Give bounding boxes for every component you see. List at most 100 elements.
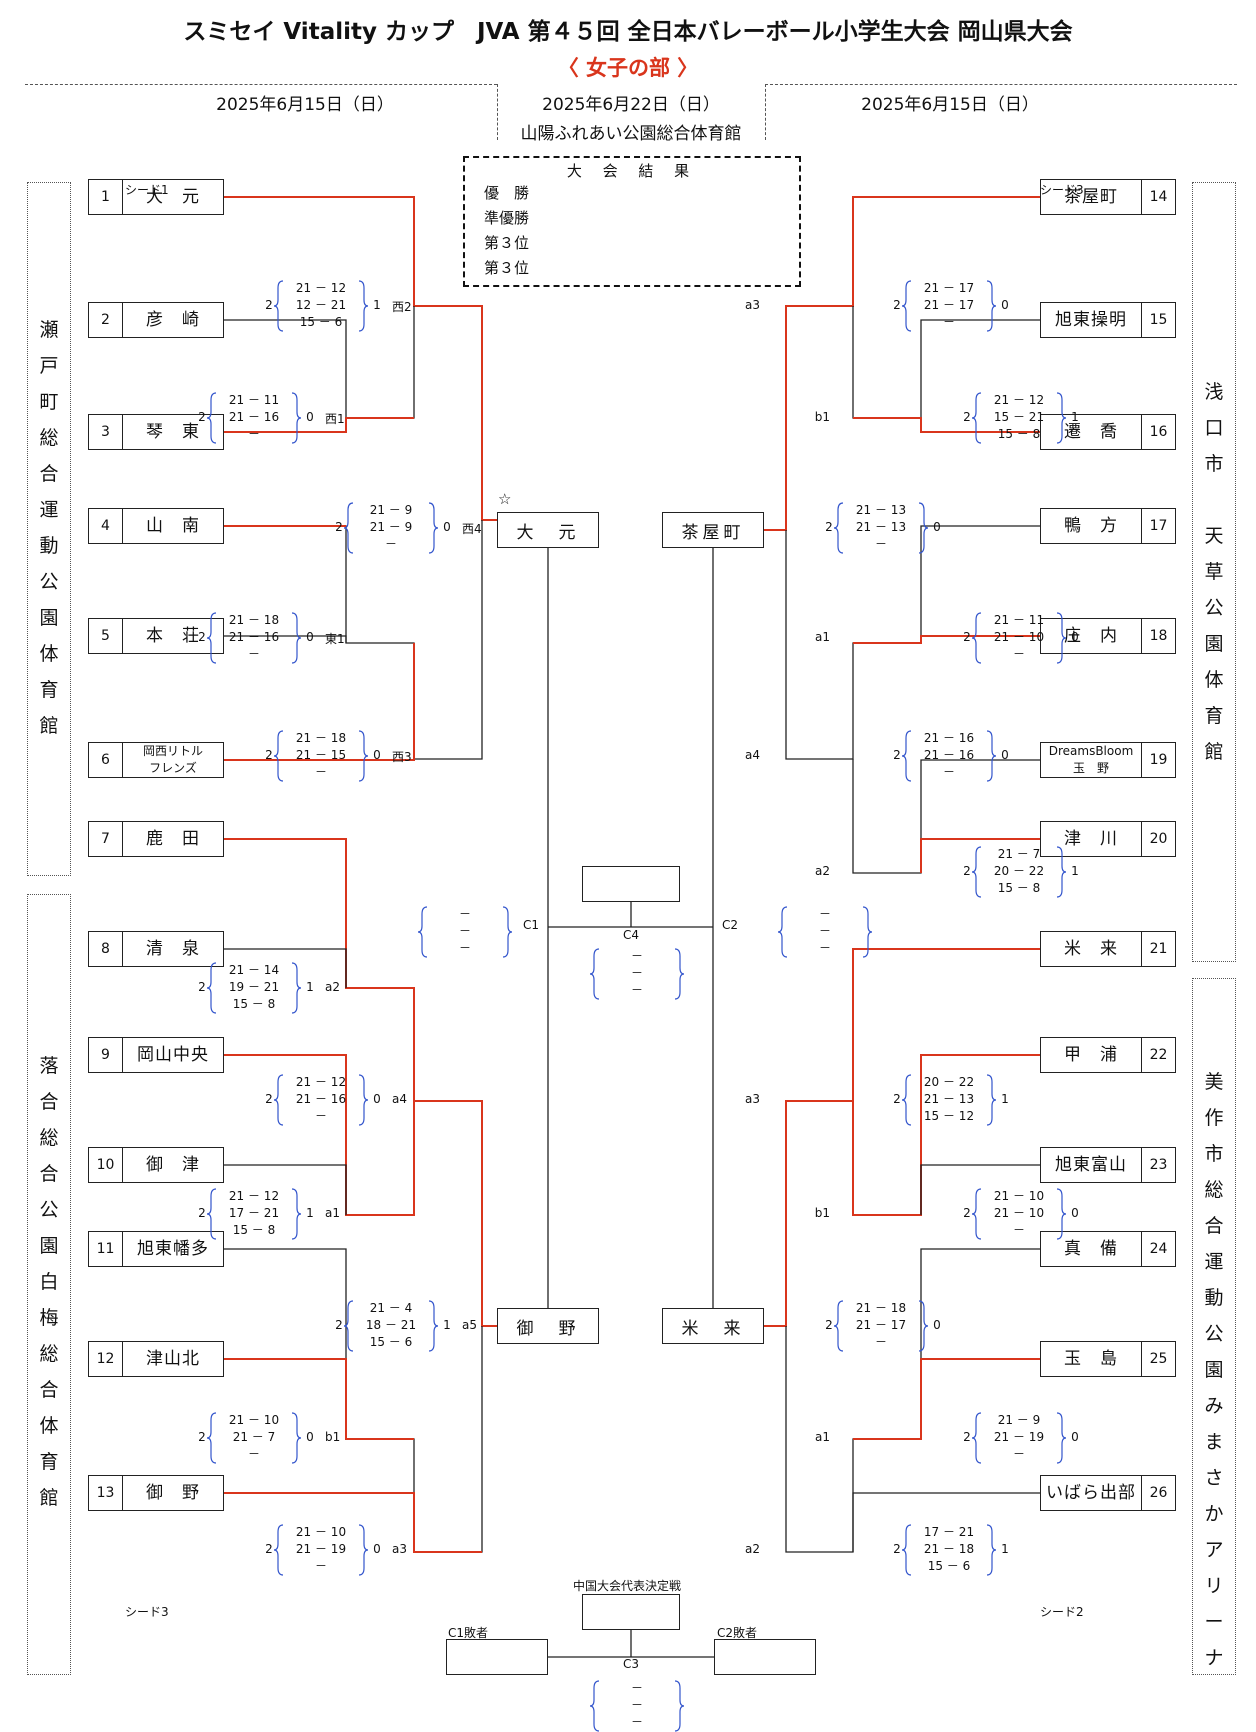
sets-won: 2 xyxy=(335,1318,343,1332)
score-brace xyxy=(274,1074,284,1126)
set-score: － xyxy=(384,537,397,551)
match-code: b1 xyxy=(814,410,830,424)
team-name: 庄 内 xyxy=(1064,625,1118,646)
set-scores: －－－ xyxy=(602,1680,672,1731)
sets-won: 2 xyxy=(335,520,343,534)
set-score: 15 － 6 xyxy=(927,1559,971,1573)
seed-label: シード3 xyxy=(125,1605,169,1619)
team-name: 山 南 xyxy=(146,515,200,536)
result-third: 第３位 xyxy=(484,234,530,252)
score-brace xyxy=(1056,1412,1066,1464)
team-number: 26 xyxy=(1141,1476,1175,1510)
bracket-line xyxy=(224,1164,347,1215)
label-c1: C1 xyxy=(523,918,540,932)
score-brace xyxy=(590,1680,600,1732)
score-brace xyxy=(972,392,982,444)
sets-won: 2 xyxy=(963,864,971,878)
set-score: 19 － 21 xyxy=(228,980,280,994)
venue-left-top: 瀬戸町総合運動公園体育館 xyxy=(39,319,59,737)
sets-lost: 0 xyxy=(1001,298,1009,312)
team-number: 3 xyxy=(89,415,123,449)
set-score: 20 － 22 xyxy=(923,1075,975,1089)
divider xyxy=(765,84,766,140)
set-score: － xyxy=(874,537,887,551)
sets-won: 2 xyxy=(198,1206,206,1220)
set-score: － xyxy=(874,1335,887,1349)
set-score: 21 － 18 xyxy=(855,1301,907,1315)
sets-won: 2 xyxy=(265,298,273,312)
winner-path xyxy=(224,1358,414,1440)
score-brace xyxy=(358,730,368,782)
winner-path xyxy=(920,838,1040,873)
sets-won: 2 xyxy=(825,520,833,534)
set-score: － xyxy=(458,941,471,955)
team-name: 津 川 xyxy=(1064,828,1118,849)
bracket-line xyxy=(852,1492,1040,1552)
score-brace xyxy=(1056,846,1066,898)
set-score: 21 － 16 xyxy=(923,731,975,745)
score-brace xyxy=(674,948,684,1000)
result-title: 大 会 結 果 xyxy=(566,162,698,180)
team-name: 津山北 xyxy=(146,1348,200,1369)
result-champion: 優 勝 xyxy=(484,184,530,202)
set-score: 21 － 18 xyxy=(228,613,280,627)
venue-left-bottom: 落合総合公園白梅総合体育館 xyxy=(39,1055,59,1509)
set-score: 12 － 21 xyxy=(295,298,347,312)
set-score: － xyxy=(1012,1223,1025,1237)
score-brace xyxy=(972,1188,982,1240)
match-code: 西4 xyxy=(462,522,482,536)
page-subtitle: 〈 女子の部 〉 xyxy=(557,56,699,80)
sets-lost: 0 xyxy=(1071,1206,1079,1220)
team-name: 岡山中央 xyxy=(137,1044,209,1065)
winner-path xyxy=(224,838,497,1327)
score-brace xyxy=(358,280,368,332)
semifinal-team-lr: 米 来 xyxy=(662,1308,764,1344)
team-name: 甲 浦 xyxy=(1064,1044,1118,1065)
bracket-line xyxy=(224,635,347,643)
team-name: 旭東操明 xyxy=(1055,309,1127,330)
set-score: 21 － 10 xyxy=(295,1525,347,1539)
team-number: 9 xyxy=(89,1038,123,1072)
set-score: － xyxy=(818,941,831,955)
winner-path xyxy=(853,417,1040,433)
set-score: 21 － 4 xyxy=(369,1301,413,1315)
team-number: 11 xyxy=(89,1232,123,1266)
score-brace xyxy=(972,612,982,664)
winner-path xyxy=(853,635,1040,644)
score-brace xyxy=(986,280,996,332)
sets-lost: 0 xyxy=(306,630,314,644)
set-score: 21 － 12 xyxy=(228,1189,280,1203)
set-score: 21 － 12 xyxy=(993,393,1045,407)
team-number: 2 xyxy=(89,303,123,337)
sets-won: 2 xyxy=(265,748,273,762)
team-name: 清 泉 xyxy=(146,938,200,959)
score-brace xyxy=(291,1188,301,1240)
set-score: 21 － 10 xyxy=(993,1206,1045,1220)
score-brace xyxy=(207,612,217,664)
set-score: 21 － 11 xyxy=(228,393,280,407)
team-number: 22 xyxy=(1141,1038,1175,1072)
set-score: 21 － 16 xyxy=(923,748,975,762)
sets-lost: 1 xyxy=(1071,410,1079,424)
winner-path xyxy=(764,196,1040,531)
set-score: 17 － 21 xyxy=(923,1525,975,1539)
label-c3: C3 xyxy=(623,1657,640,1671)
score-brace xyxy=(902,1074,912,1126)
sets-lost: 0 xyxy=(373,1092,381,1106)
set-score: － xyxy=(314,1559,327,1573)
team-name: 茶屋町 xyxy=(1064,186,1118,207)
seed-label: シード3 xyxy=(1040,183,1084,197)
